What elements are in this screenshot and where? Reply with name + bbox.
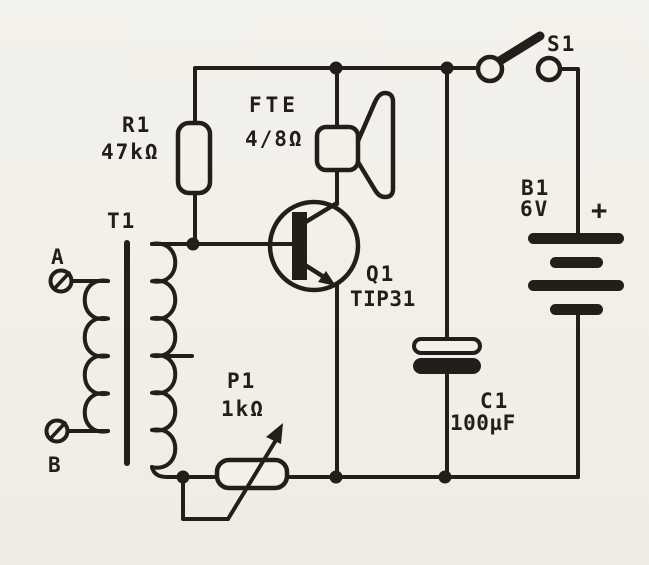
r1-label: R1 xyxy=(122,113,151,137)
q1-label: Q1 xyxy=(366,262,395,286)
capacitor-plate-negative xyxy=(413,358,481,374)
c1-value: 100µF xyxy=(450,411,516,435)
transistor-collector-stroke xyxy=(301,200,340,226)
speaker-coil-box xyxy=(314,124,361,173)
wiper-arrow-shaft xyxy=(226,438,278,521)
resistor-r1-symbol xyxy=(175,120,213,196)
potentiometer-p1-symbol xyxy=(181,423,290,521)
t1-label: T1 xyxy=(107,209,136,233)
potentiometer-body xyxy=(214,457,290,491)
switch-contact-right xyxy=(535,55,563,83)
c1-label: C1 xyxy=(480,389,509,413)
junction-dot-rail-winding xyxy=(176,470,190,484)
p1-label: P1 xyxy=(227,369,256,393)
transistor-circle xyxy=(267,199,361,293)
transistor-q1-symbol xyxy=(267,199,361,293)
speaker-label: FTE xyxy=(249,93,299,117)
q1-value: TIP31 xyxy=(350,287,416,311)
transformer-t1-symbol xyxy=(44,240,194,470)
b1-label: B1 xyxy=(521,176,550,200)
primary-winding-coil xyxy=(82,278,110,434)
terminal-b-screw xyxy=(44,418,70,444)
speaker-value: 4/8Ω xyxy=(245,127,304,151)
battery-positive-wire xyxy=(558,67,580,235)
labels: R1 47kΩ FTE 4/8Ω S1 B1 6V + T1 A B Q1 TI… xyxy=(48,32,607,477)
battery-plate-short-2 xyxy=(550,304,603,315)
junction-dots xyxy=(176,61,454,484)
junction-dot-base-node xyxy=(186,237,200,251)
speaker-fte-symbol xyxy=(314,90,396,200)
top-rail-wire xyxy=(193,66,480,128)
capacitor-plate-positive xyxy=(412,337,482,355)
terminal-b-screw-slot xyxy=(48,421,67,441)
wiper-return-wire xyxy=(181,475,230,521)
battery-plate-short-1 xyxy=(550,257,603,268)
junction-dot-rail-emitter xyxy=(329,470,343,484)
battery-b1-symbol xyxy=(528,233,624,315)
battery-plate-long-1 xyxy=(528,233,624,244)
battery-plate-long-2 xyxy=(528,280,624,291)
b1-value: 6V xyxy=(520,197,549,221)
terminal-a-screw-slot xyxy=(52,271,71,291)
wiper-arrowhead xyxy=(266,423,283,444)
b1-polarity-plus: + xyxy=(591,195,607,226)
resistor-body xyxy=(175,120,213,196)
junction-dot-rail-c1-bottom xyxy=(438,470,452,484)
r1-value: 47kΩ xyxy=(101,140,160,164)
junction-dot-rail-c1 xyxy=(440,61,454,75)
switch-contact-left xyxy=(475,54,505,84)
terminal-b-label: B xyxy=(48,453,63,477)
switch-s1-symbol xyxy=(475,31,563,84)
switch-lever xyxy=(493,31,545,67)
transistor-base-bar xyxy=(292,212,307,280)
p1-value: 1kΩ xyxy=(221,397,265,421)
emitter-arrowhead xyxy=(318,271,336,286)
terminal-a-screw xyxy=(48,268,74,294)
terminal-a-label: A xyxy=(51,245,66,269)
secondary-winding-coil xyxy=(150,241,178,470)
capacitor-c1-symbol xyxy=(412,337,482,374)
speaker-cone xyxy=(355,90,396,200)
junction-dot-rail-speaker xyxy=(329,61,343,75)
s1-label: S1 xyxy=(547,32,576,56)
